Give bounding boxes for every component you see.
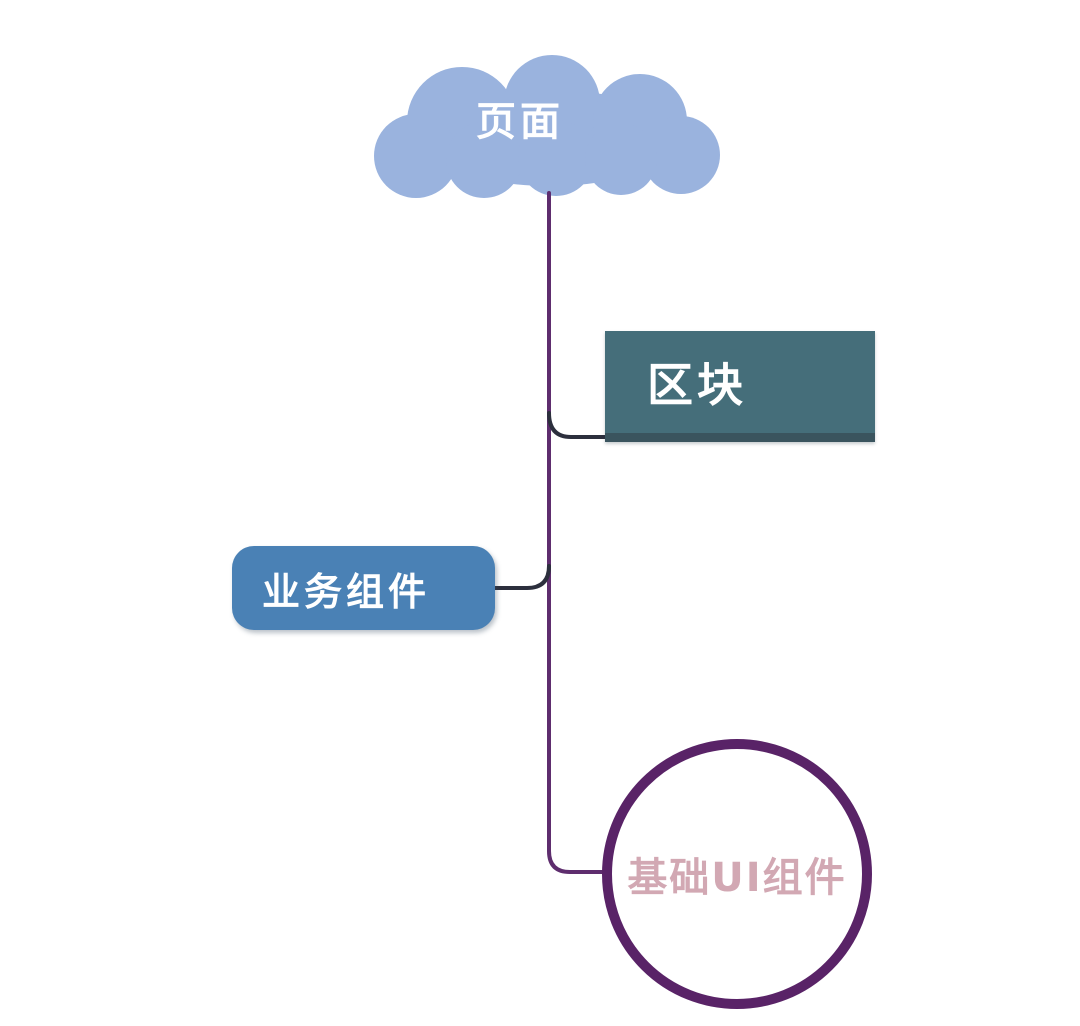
cloud-shape[interactable]	[374, 55, 720, 198]
node-business-component-label: 业务组件	[262, 569, 431, 614]
node-basic-ui-component-label: 基础UI组件	[627, 855, 847, 901]
node-business-component[interactable]: 业务组件	[232, 546, 495, 630]
node-block-label: 区块	[647, 358, 747, 412]
trunk-connector	[547, 191, 609, 874]
branch-connector-business	[492, 564, 551, 590]
branch-connector-block	[547, 411, 611, 439]
root-node-label: 页面	[476, 99, 564, 145]
node-block[interactable]: 区块	[605, 331, 875, 442]
node-basic-ui-component[interactable]: 基础UI组件	[602, 739, 872, 1009]
